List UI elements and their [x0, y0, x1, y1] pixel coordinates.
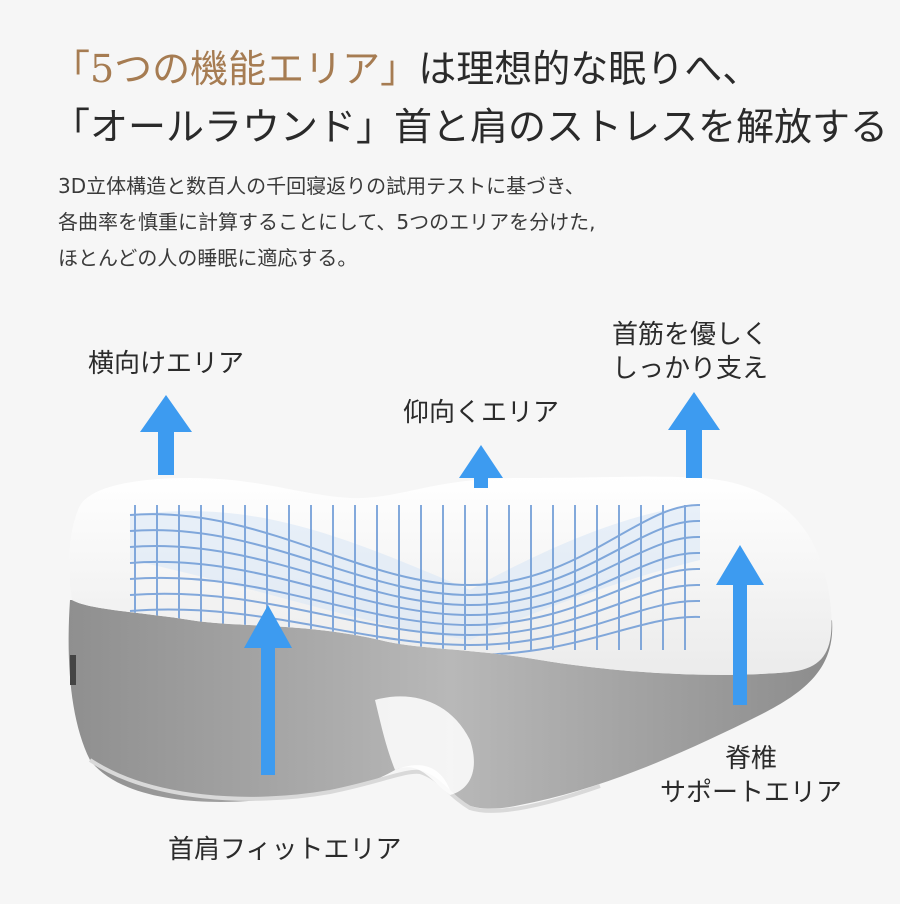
description-line-3: ほとんどの人の睡眠に適応する。: [58, 246, 358, 270]
pillow-base: [68, 600, 833, 809]
label-spine-support: 脊椎 サポートエリア: [660, 742, 842, 810]
page-title: 「5つの機能エリア」は理想的な眠りへ、 「オールラウンド」首と肩のストレスを解放…: [52, 40, 888, 156]
label-spine-support-line-2: サポートエリア: [660, 778, 843, 808]
description-line-1: 3D立体構造と数百人の千回寝返りの試用テストに基づき、: [58, 174, 585, 198]
label-neck-support: 首筋を優しく しっかり支え: [612, 318, 768, 386]
label-shoulder-fit: 首肩フィットエリア: [168, 835, 402, 865]
title-line-1-rest: は理想的な眠りへ、: [418, 47, 761, 91]
title-line-2: 「オールラウンド」首と肩のストレスを解放する: [52, 105, 889, 149]
pillow-recess: [375, 696, 474, 795]
pillow-base-shadow: [88, 758, 601, 813]
title-line-1: 「5つの機能エリア」は理想的な眠りへ、: [52, 40, 888, 98]
label-neck-support-line-2: しっかり支え: [612, 354, 769, 384]
arrow-side-area-icon: [140, 395, 192, 475]
arrow-neck-support-icon: [668, 392, 720, 478]
label-side-area: 横向けエリア: [88, 349, 245, 379]
arrow-back-area-icon: [459, 445, 503, 488]
arrow-spine-support-icon: [716, 545, 764, 705]
grid-line-horizontal: [129, 599, 701, 647]
arrow-shoulder-fit-icon: [244, 605, 292, 775]
description-line-2: 各曲率を慎重に計算することにして、5つのエリアを分けた,: [58, 210, 596, 234]
pillow-tag: [70, 655, 76, 685]
grid-line-horizontal: [129, 503, 701, 587]
grid-line-horizontal: [129, 551, 701, 617]
title-highlight: 「5つの機能エリア」: [52, 47, 419, 91]
description: 3D立体構造と数百人の千回寝返りの試用テストに基づき、 各曲率を慎重に計算するこ…: [58, 168, 595, 276]
grid-line-horizontal: [129, 535, 701, 607]
label-spine-support-line-1: 脊椎: [725, 744, 778, 774]
label-neck-support-line-1: 首筋を優しく: [612, 320, 769, 350]
grid-line-horizontal: [129, 583, 701, 637]
grid-line-horizontal: [129, 567, 701, 627]
grid-overlay: [129, 503, 701, 657]
label-back-area: 仰向くエリア: [403, 398, 560, 428]
grid-line-horizontal: [129, 519, 701, 597]
